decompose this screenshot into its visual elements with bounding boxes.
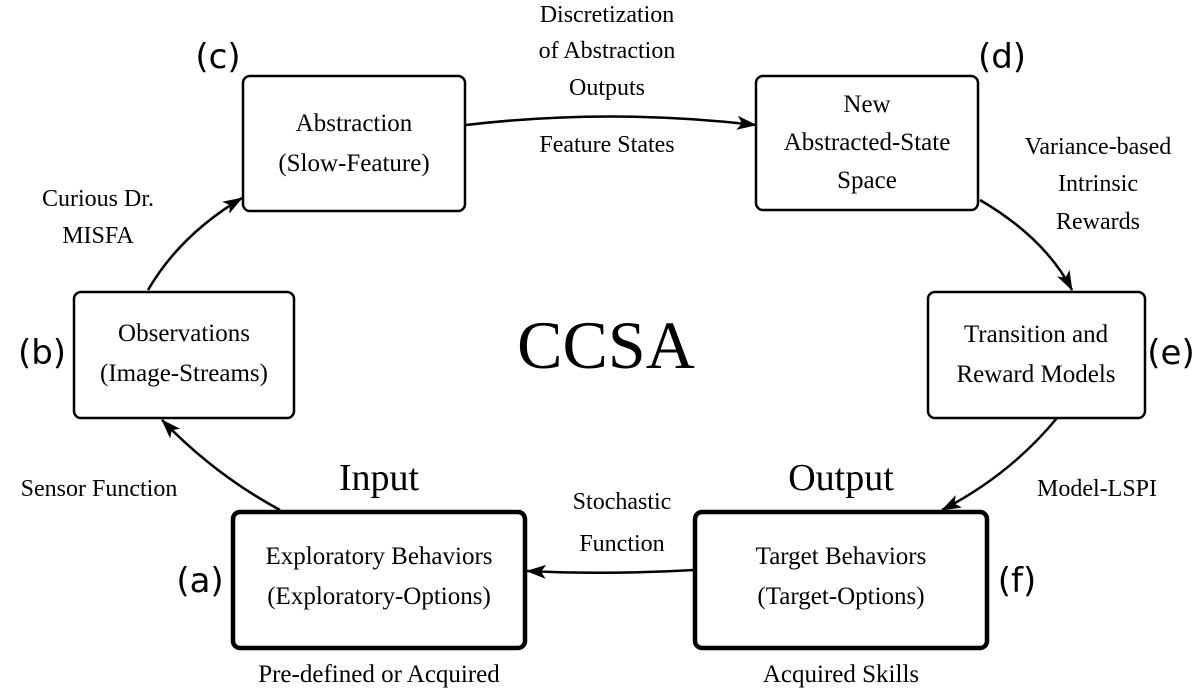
- node-d-line1: New: [843, 91, 890, 118]
- edge-c-to-d-above1: Discretization: [540, 2, 675, 28]
- edge-c-to-d: [465, 115, 757, 130]
- diagram-title: CCSA: [517, 307, 695, 383]
- node-c-letter: (c): [195, 37, 240, 77]
- node-e-box: [926, 290, 1147, 420]
- node-c-line2: (Slow-Feature): [278, 150, 429, 177]
- node-a-line1: Exploratory Behaviors: [265, 543, 492, 570]
- node-a-line2: (Exploratory-Options): [267, 583, 491, 610]
- node-f-letter: (f): [998, 561, 1037, 601]
- node-b-letter: (b): [18, 333, 66, 373]
- node-a-box: [230, 509, 528, 651]
- edge-b-to-c: [146, 196, 243, 291]
- output-label: Output: [788, 457, 894, 499]
- edge-d-to-e: [979, 198, 1074, 291]
- node-b-line1: Observations: [118, 320, 250, 347]
- edge-b-to-c-line1: Curious Dr.: [42, 186, 154, 212]
- node-d-letter: (d): [978, 37, 1026, 77]
- edge-f-to-a-line2: Function: [579, 531, 664, 557]
- node-f-line1: Target Behaviors: [756, 543, 927, 570]
- node-a-caption: Pre-defined or Acquired: [258, 661, 500, 688]
- node-c-box: [241, 74, 467, 213]
- node-f-caption: Acquired Skills: [763, 661, 919, 688]
- edge-d-to-e-line2: Intrinsic: [1058, 171, 1138, 197]
- node-e-letter: (e): [1147, 333, 1194, 373]
- node-d-box: [754, 74, 980, 212]
- node-e-line1: Transition and: [964, 321, 1109, 348]
- node-d-line3: Space: [837, 167, 897, 194]
- edge-f-to-a-line1: Stochastic: [573, 489, 672, 515]
- node-f-line2: (Target-Options): [757, 583, 924, 610]
- edge-a-to-b-label: Sensor Function: [21, 476, 178, 502]
- edge-c-to-d-above3: Outputs: [569, 75, 645, 101]
- edge-f-to-a: [526, 564, 695, 579]
- edge-e-to-f: [941, 417, 1058, 512]
- node-c-line1: Abstraction: [296, 110, 413, 137]
- node-e-line2: Reward Models: [957, 361, 1116, 388]
- node-a-letter: (a): [176, 561, 223, 601]
- node-b-box: [72, 290, 296, 420]
- edge-b-to-c-line2: MISFA: [62, 223, 134, 249]
- edge-c-to-d-above2: of Abstraction: [539, 38, 676, 64]
- node-f-box: [692, 509, 990, 651]
- node-b-line2: (Image-Streams): [100, 360, 268, 387]
- edge-d-to-e-line3: Rewards: [1056, 209, 1140, 235]
- edge-c-to-d-below: Feature States: [539, 132, 674, 158]
- node-d-line2: Abstracted-State: [784, 129, 951, 156]
- edge-e-to-f-label: Model-LSPI: [1037, 476, 1157, 502]
- edge-a-to-b: [161, 419, 281, 512]
- input-label: Input: [339, 457, 420, 499]
- edge-d-to-e-line1: Variance-based: [1025, 134, 1172, 160]
